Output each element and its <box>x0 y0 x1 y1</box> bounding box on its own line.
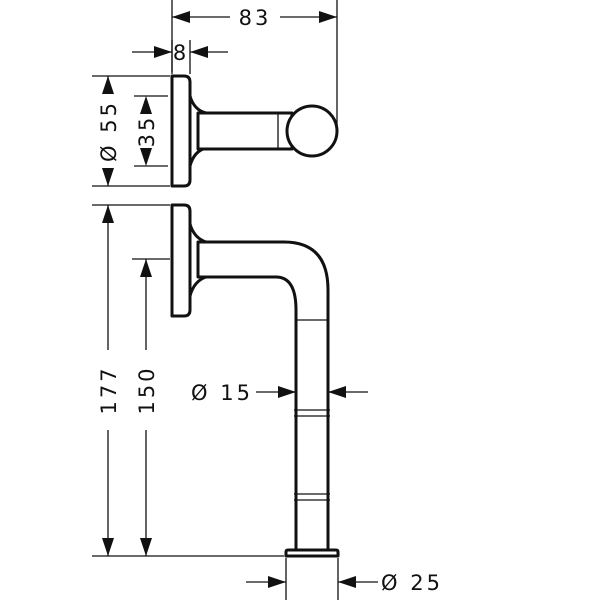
side-rosette-plate <box>170 203 192 318</box>
arrowhead-icon <box>102 205 114 223</box>
side-foot <box>284 548 340 558</box>
side-view <box>170 203 340 558</box>
arrowhead-icon <box>102 168 114 186</box>
top-view <box>170 74 339 188</box>
arrowhead-icon <box>102 538 114 556</box>
arrowhead-icon <box>338 576 356 588</box>
arrowhead-icon <box>140 259 152 277</box>
arrowhead-icon <box>172 11 190 23</box>
dim-foot-diameter: Ø 25 <box>246 558 443 600</box>
dim-rosette-diameter: Ø 55 <box>92 75 170 187</box>
arrowhead-icon <box>140 96 152 114</box>
dim-rosette-inner: 35 <box>134 95 168 167</box>
dim-rosette-thickness: 8 <box>132 40 228 74</box>
top-rosette-plate <box>170 74 192 188</box>
dim-overall-height-label: 177 <box>97 365 121 414</box>
dim-foot-diameter-label: Ø 25 <box>381 571 443 595</box>
top-knob <box>285 104 339 158</box>
dim-rosette-diameter-label: Ø 55 <box>97 100 121 162</box>
dim-rod-diameter: Ø 15 <box>191 381 368 405</box>
arrowhead-icon <box>319 11 337 23</box>
dim-overall-height: 177 <box>92 204 284 557</box>
arrowhead-icon <box>140 538 152 556</box>
arrowhead-icon <box>268 576 286 588</box>
dim-rosette-inner-label: 35 <box>135 115 159 148</box>
arrowhead-icon <box>328 386 346 398</box>
dim-overall-depth: 83 <box>171 0 338 128</box>
arrowhead-icon <box>154 46 172 58</box>
arrowhead-icon <box>190 46 208 58</box>
arrowhead-icon <box>102 76 114 94</box>
arrowhead-icon <box>278 386 296 398</box>
dim-overall-depth-label: 83 <box>239 6 272 30</box>
top-arm <box>196 111 294 151</box>
dim-mount-height: 150 <box>132 258 170 556</box>
arrowhead-icon <box>140 148 152 166</box>
dim-rosette-thickness-label: 8 <box>173 41 189 65</box>
dim-rod-diameter-label: Ø 15 <box>191 381 253 405</box>
dim-mount-height-label: 150 <box>135 365 159 414</box>
